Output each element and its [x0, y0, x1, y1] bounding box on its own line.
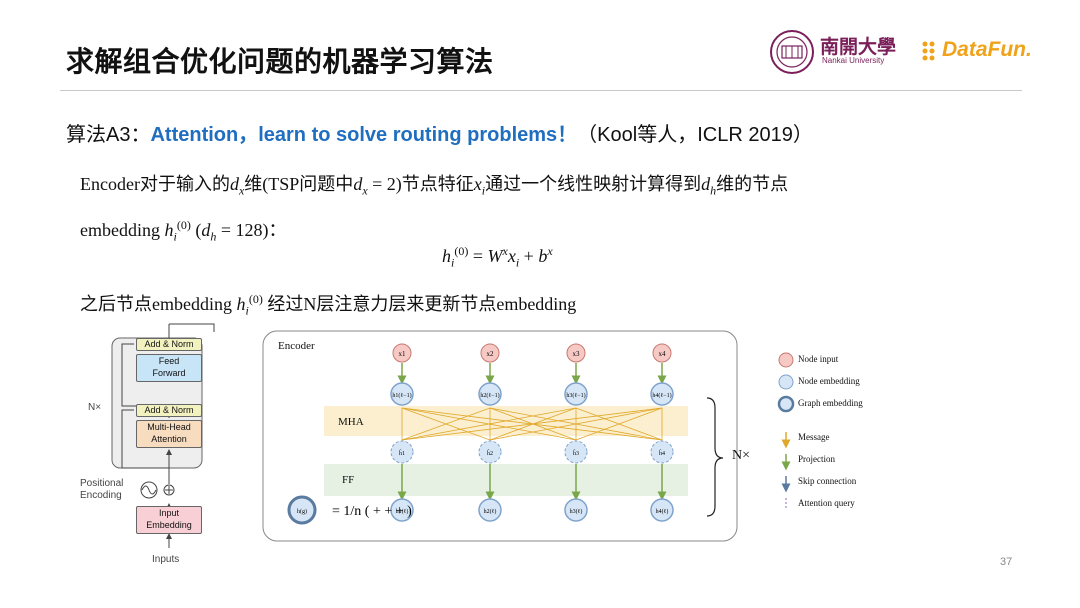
- para1-text-4: 通过一个线性映射计算得到: [485, 174, 702, 194]
- mha-label-1: Multi-Head: [147, 422, 191, 432]
- page-number: 37: [1000, 556, 1013, 568]
- subtitle-citation: （Kool等人，ICLR 2019）: [577, 124, 813, 146]
- datafun-name: DataFun.: [942, 38, 1032, 61]
- message-line: [575, 407, 663, 441]
- encoder-schematic: x1 h1(ℓ−1) ĥ1 h1(ℓ) x2 h2(ℓ−1) ĥ2 h2(ℓ) x3 h3(ℓ−1…: [262, 330, 872, 546]
- datafun-dots-icon: [922, 41, 935, 61]
- node-input-label: x3: [573, 350, 581, 358]
- paragraph-attention-layers: 之后节点embedding hi(0) 经过N层注意力层来更新节点embeddi…: [80, 292, 577, 318]
- output-node-circle: [478, 498, 502, 522]
- message-line: [401, 407, 663, 441]
- nankai-logo: 南開大學 Nankai University: [768, 28, 908, 78]
- node-embedding-circle: [390, 382, 414, 406]
- node-input-circle: [480, 343, 500, 363]
- nankai-seal-icon: [770, 30, 814, 74]
- node-embedding-label: h1(ℓ−1): [392, 392, 411, 399]
- right-nx-label: N×: [732, 448, 751, 463]
- legend-projection: Projection: [798, 454, 835, 464]
- legend-node-embedding: Node embedding: [798, 376, 860, 386]
- inputs-label: Inputs: [152, 554, 180, 565]
- subtitle: 算法A3：Attention，learn to solve routing pr…: [66, 118, 813, 147]
- node-embedding-label: h4(ℓ−1): [652, 392, 671, 399]
- para1-text-2: 维(TSP问题中: [244, 174, 354, 194]
- legend-node-input: Node input: [798, 354, 839, 364]
- encoder-label: Encoder: [278, 340, 315, 352]
- node-embedding-label: h2(ℓ−1): [480, 392, 499, 399]
- input-emb-label-2: Embedding: [146, 520, 192, 530]
- para1-text-3: )节点特征: [395, 174, 474, 194]
- message-line: [489, 407, 663, 441]
- hidden-node-label: ĥ2: [487, 449, 493, 457]
- output-node-circle: [650, 498, 674, 522]
- output-node-label: h2(ℓ): [484, 508, 497, 515]
- node-embedding-label: h3(ℓ−1): [566, 392, 585, 399]
- hidden-node-label: ĥ1: [399, 449, 405, 457]
- output-node-label: h4(ℓ): [656, 508, 669, 515]
- subtitle-highlight: Attention，learn to solve routing problem…: [150, 124, 578, 146]
- graph-embedding-label: h(g): [297, 508, 307, 515]
- subtitle-prefix: 算法A3：: [66, 124, 151, 146]
- node-input-circle: [652, 343, 672, 363]
- para3-text-1: 之后节点embedding: [80, 294, 237, 314]
- node-input-circle: [392, 343, 412, 363]
- nankai-name-en: Nankai University: [822, 56, 885, 65]
- legend-graph-embedding: Graph embedding: [798, 398, 863, 408]
- node-input-circle: [566, 343, 586, 363]
- feed-forward-label-1: Feed: [158, 356, 180, 366]
- node-input-label: x1: [399, 350, 407, 358]
- para2-text-1: embedding: [80, 220, 165, 240]
- output-node-circle: [390, 498, 414, 522]
- legend-skip-connection: Skip connection: [798, 476, 857, 486]
- legend-attention-query: Attention query: [798, 498, 855, 508]
- node-input-label: x2: [487, 350, 495, 358]
- feed-forward-label-2: Forward: [152, 368, 186, 378]
- para3-text-2: 经过N层注意力层来更新节点embedding: [262, 294, 577, 314]
- paragraph-embedding: embedding hi(0) (dh = 128)：: [80, 218, 287, 244]
- graph-embedding-circle: [287, 495, 317, 525]
- title-divider: [60, 90, 1022, 91]
- add-norm-bottom: Add & Norm: [136, 404, 202, 417]
- hidden-node-label: ĥ4: [659, 449, 665, 457]
- nankai-name-cn: 南開大學: [820, 37, 897, 58]
- datafun-logo: DataFun.: [920, 32, 1032, 68]
- encoder-schematic-graphics: x1 h1(ℓ−1) ĥ1 h1(ℓ) x2 h2(ℓ−1) ĥ2 h2(ℓ) x3 h3(ℓ−1…: [262, 330, 795, 542]
- hidden-node-circle: [564, 440, 588, 464]
- input-emb-label-1: Input: [158, 508, 180, 518]
- mha-label: MHA: [338, 416, 364, 428]
- paragraph-encoder: Encoder对于输入的dx维(TSP问题中dx = 2)节点特征xi通过一个线…: [80, 174, 789, 198]
- add-norm-top: Add & Norm: [136, 338, 202, 351]
- para1-text-1: Encoder对于输入的: [80, 174, 230, 194]
- output-node-label: h3(ℓ): [570, 508, 583, 515]
- mha-label-2: Attention: [151, 434, 187, 444]
- node-embedding-circle: [564, 382, 588, 406]
- pos-enc-label-2: Encoding: [80, 490, 122, 501]
- output-node-label: h1(ℓ): [396, 508, 409, 515]
- hidden-node-circle: [650, 440, 674, 464]
- node-embedding-circle: [650, 382, 674, 406]
- pos-enc-label-1: Positional: [80, 478, 124, 489]
- para1-text-5: 维的节点: [716, 174, 789, 194]
- mean-equation: = 1/n ( + + + ): [332, 504, 412, 519]
- node-embedding-circle: [478, 382, 502, 406]
- para2-text-2: ：: [268, 220, 287, 240]
- message-line: [401, 407, 491, 441]
- output-node-circle: [564, 498, 588, 522]
- hidden-node-label: ĥ3: [573, 449, 579, 457]
- hidden-node-circle: [390, 440, 414, 464]
- ff-label: FF: [342, 474, 355, 486]
- node-input-label: x4: [659, 350, 667, 358]
- page-title: 求解组合优化问题的机器学习算法: [66, 46, 494, 77]
- message-line: [401, 407, 577, 441]
- legend-message: Message: [798, 432, 830, 442]
- left-nx-label: N×: [88, 402, 102, 413]
- hidden-node-circle: [478, 440, 502, 464]
- embedding-equation: hi(0) = Wxxi + bx: [442, 244, 553, 270]
